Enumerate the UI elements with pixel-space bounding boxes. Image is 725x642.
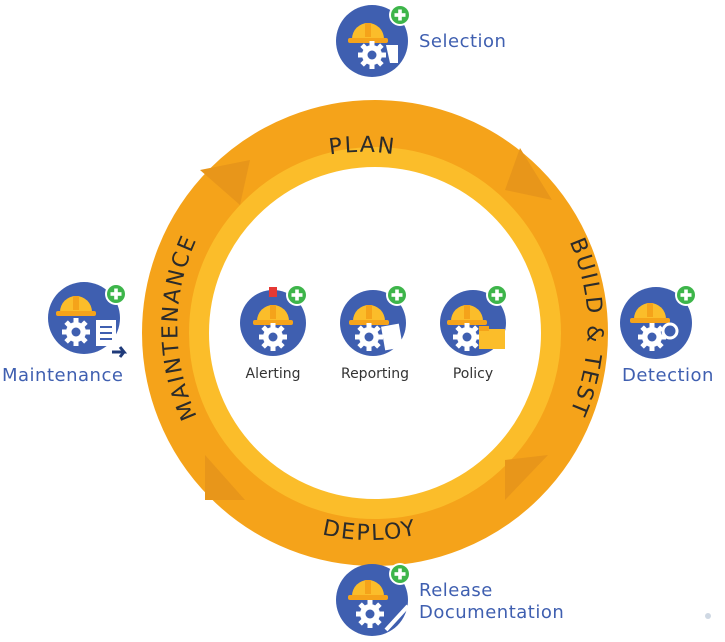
- maintenance-label: Maintenance: [2, 365, 124, 386]
- reporting-label: Reporting: [340, 366, 410, 382]
- alerting-label: Alerting: [245, 366, 301, 382]
- documentation-label: Documentation: [419, 602, 565, 623]
- decorative-dot: [705, 613, 711, 619]
- reporting-icon: [340, 284, 408, 356]
- release-label: Release: [419, 580, 493, 601]
- alerting-icon: [240, 284, 308, 356]
- arrow-notch-bottom-right: [505, 455, 548, 500]
- arrow-notch-top-left: [200, 160, 250, 205]
- selection-label: Selection: [419, 31, 507, 52]
- policy-icon: [440, 284, 508, 356]
- arrow-notch-top-right: [505, 148, 552, 200]
- selection-icon: [336, 4, 411, 77]
- detection-label: Detection: [622, 365, 714, 386]
- arrow-notch-bottom-left: [205, 455, 245, 500]
- phase-plan-label: PLAN: [327, 133, 397, 161]
- policy-label: Policy: [452, 366, 494, 382]
- release-documentation-icon: [336, 563, 411, 636]
- cycle-ring: [142, 100, 608, 566]
- detection-icon: [620, 284, 697, 359]
- maintenance-icon: [48, 282, 128, 358]
